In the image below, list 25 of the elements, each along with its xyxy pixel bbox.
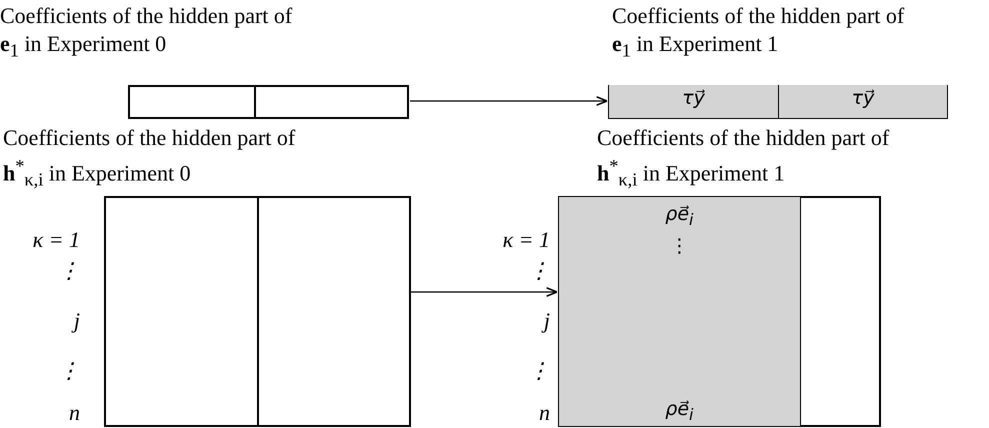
row-label: ⋮ xyxy=(57,358,80,384)
heading: Coefficients of the hidden part of e$_{1}$ in Experiment 1 xyxy=(612,2,906,62)
cell-formula: ρe⃗$_{i}$ xyxy=(664,203,694,229)
empty-cell xyxy=(800,197,880,426)
heading: Coefficients of the hidden part of e$_{1}$ in Experiment 0 xyxy=(0,2,294,62)
cell-formula: τy⃗ xyxy=(850,87,876,109)
heading: Coefficients of the hidden part of h$^{*}$$_{κ,i}$ in Experiment 1 xyxy=(597,124,890,192)
cell-formula: τy⃗ xyxy=(681,87,706,109)
cell-formula: ⋮ xyxy=(668,235,690,257)
arrow xyxy=(410,96,608,106)
empty-cell xyxy=(258,197,410,426)
heading: Coefficients of the hidden part of h$^{*}$$_{κ,i}$ in Experiment 0 xyxy=(3,124,296,192)
row-label: κ = 1 xyxy=(32,227,80,253)
row-label: κ = 1 xyxy=(502,227,550,253)
row-label: ⋮ xyxy=(57,258,80,284)
row-label: ⋮ xyxy=(527,358,550,384)
arrow xyxy=(411,287,558,297)
row-label: j xyxy=(540,308,550,334)
empty-cell xyxy=(105,197,258,426)
row-label: n xyxy=(68,400,80,426)
row-label: ⋮ xyxy=(527,258,550,284)
row-label: j xyxy=(70,308,80,334)
cell-formula: ρe⃗$_{i}$ xyxy=(664,398,694,424)
row-label: n xyxy=(538,400,550,426)
table-column xyxy=(559,197,800,426)
